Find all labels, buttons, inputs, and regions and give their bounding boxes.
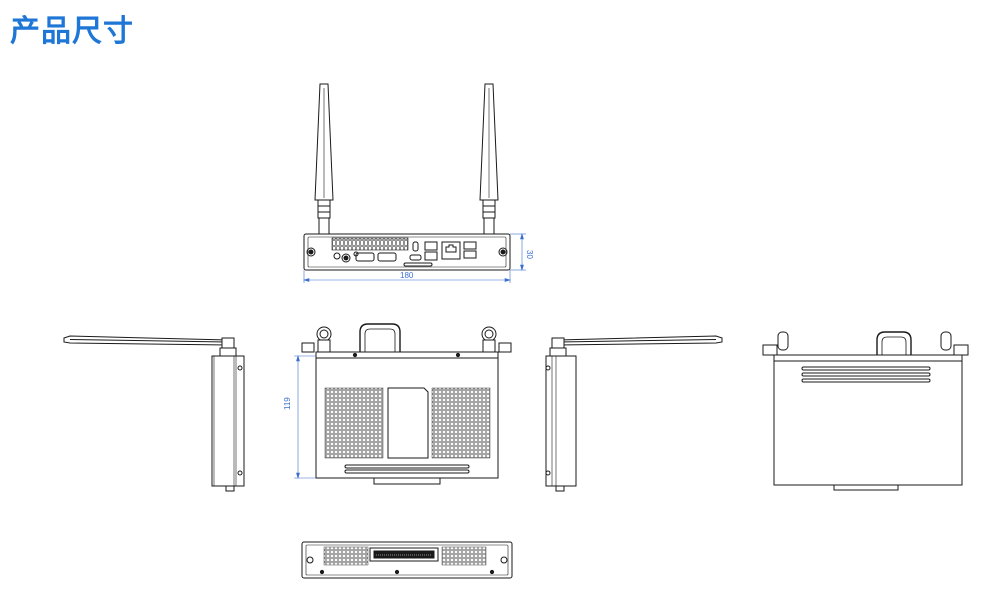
hdmi-port-1 (355, 252, 375, 262)
top-label-area (387, 387, 429, 459)
top-view (294, 323, 512, 485)
top-vent-right (431, 387, 491, 459)
height-dimension-label: 30 (525, 250, 534, 259)
page-title: 产品尺寸 (10, 14, 134, 49)
depth-dimension-label: 119 (283, 397, 292, 410)
width-dimension-label: 180 (400, 271, 414, 280)
hdmi-port-2 (377, 252, 397, 262)
usb-c-port (409, 254, 422, 261)
right-side-view (545, 335, 723, 492)
usb-port-1 (424, 241, 438, 251)
bottom-vent-left (323, 546, 369, 566)
height-dimension (510, 232, 526, 272)
rear-view (762, 331, 969, 491)
ethernet-port (441, 241, 461, 260)
right-antenna (479, 83, 499, 235)
front-vent-grille (331, 237, 409, 251)
left-side-view (63, 335, 245, 492)
front-view (302, 83, 526, 283)
top-vent-left (324, 387, 384, 459)
width-dimension (302, 270, 512, 283)
usb-port-4 (463, 250, 477, 259)
bottom-view (301, 541, 513, 579)
left-antenna (314, 83, 334, 235)
usb-port-3 (463, 241, 477, 250)
bottom-vent-right (441, 546, 487, 566)
depth-dimension (294, 354, 316, 480)
usb-port-2 (424, 251, 438, 261)
